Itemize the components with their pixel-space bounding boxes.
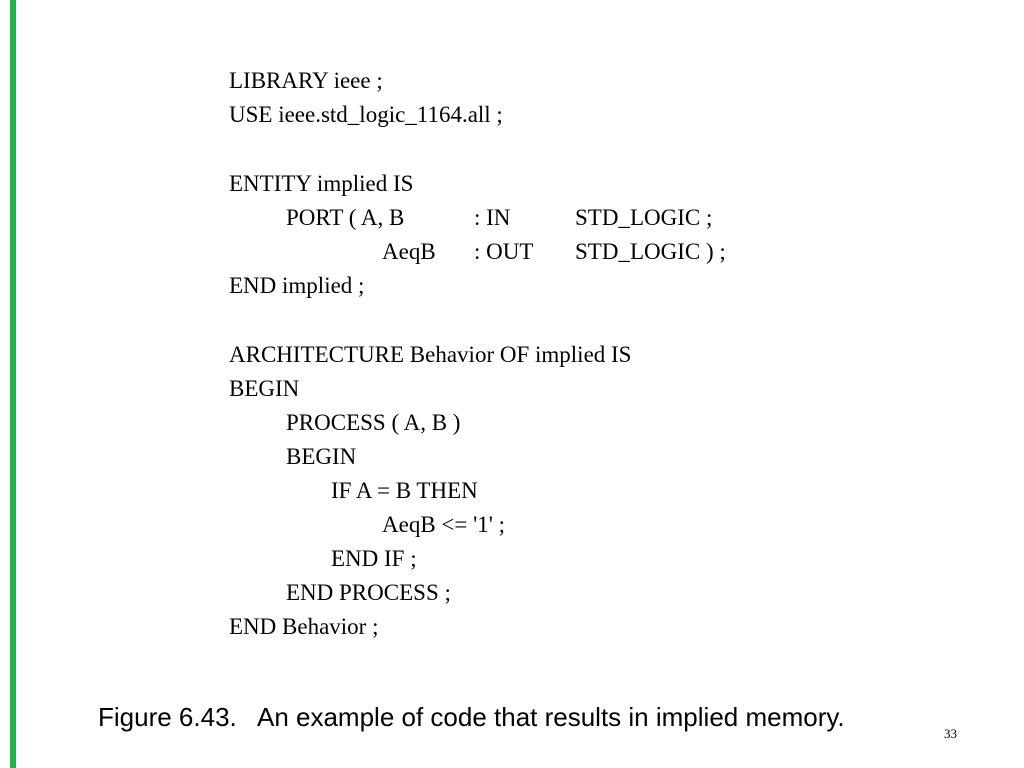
code-line: END implied ;: [229, 273, 365, 298]
code-line: BEGIN: [286, 444, 357, 469]
code-line: END Behavior ;: [229, 614, 379, 639]
slide-accent-bar: [10, 0, 16, 768]
port-type: STD_LOGIC ;: [575, 205, 713, 230]
code-line: ENTITY implied IS: [229, 171, 414, 196]
port-mode: : IN: [474, 205, 511, 230]
page-number: 33: [944, 726, 957, 741]
code-line: LIBRARY ieee ;: [229, 68, 383, 93]
code-line: USE ieee.std_logic_1164.all ;: [229, 102, 503, 127]
code-line-port-1: PORT ( A, B : IN STD_LOGIC ;: [229, 201, 712, 235]
figure-caption: Figure 6.43. An example of code that res…: [98, 702, 845, 732]
code-line: END IF ;: [331, 546, 417, 571]
port-names: PORT ( A, B: [286, 205, 405, 230]
port-mode: : OUT: [474, 239, 534, 264]
port-type: STD_LOGIC ) ;: [575, 239, 726, 264]
code-line: ARCHITECTURE Behavior OF implied IS: [229, 342, 632, 367]
port-names: AeqB: [382, 239, 436, 264]
code-line: IF A = B THEN: [331, 478, 478, 503]
code-line: AeqB <= '1' ;: [382, 512, 506, 537]
code-line: BEGIN: [229, 376, 300, 401]
code-line: END PROCESS ;: [286, 580, 451, 605]
code-line: PROCESS ( A, B ): [286, 410, 461, 435]
code-line-port-2: AeqB : OUT STD_LOGIC ) ;: [229, 235, 726, 269]
